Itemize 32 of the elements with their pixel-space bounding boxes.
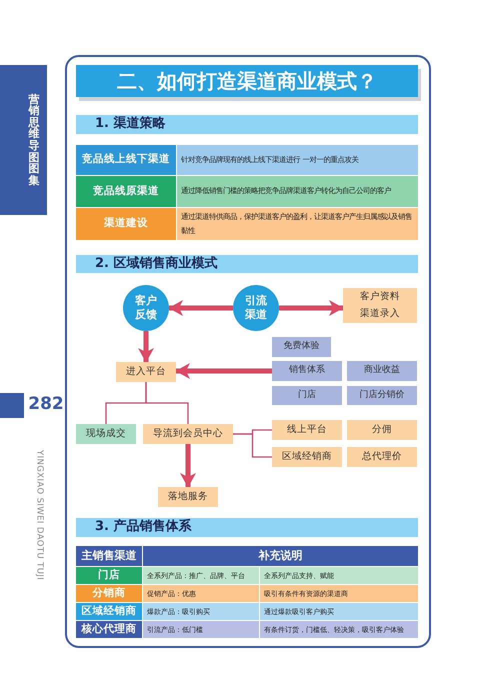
process-box: 现场成交 (76, 424, 136, 444)
feature-box: 免费体验 (272, 337, 331, 357)
side-tab: 营销思维导图图集 (0, 65, 47, 215)
feature-box: 商业收益 (347, 361, 417, 381)
process-box: 总代理价 (347, 447, 417, 467)
row-header-cell: 核心代理商 (76, 621, 142, 638)
feature-box: 门店分销价 (347, 386, 417, 405)
row-header-cell: 渠道建设 (76, 208, 176, 240)
title-banner: 二、如何打造渠道商业模式？ (76, 65, 418, 97)
column-header-cell: 补充说明 (143, 546, 418, 566)
process-box: 客户资料渠道录入 (343, 288, 417, 323)
row-header-cell: 区域经销商 (76, 603, 142, 620)
feature-box: 门店 (272, 386, 342, 405)
running-title: YINGXIAO SIWEI DAOTU TUJI (34, 450, 45, 580)
feature-box: 销售体系 (272, 361, 342, 381)
process-box: 进入平台 (116, 362, 176, 382)
process-box: 线上平台 (272, 420, 342, 440)
section-heading-bar: 3. 产品销售体系 (76, 518, 418, 537)
section-heading-bar: 1. 渠道策略 (76, 115, 418, 134)
row-header-cell: 门店 (76, 567, 142, 584)
column-header-cell: 主销售渠道 (76, 546, 142, 566)
process-box: 导流到会员中心 (143, 424, 233, 444)
process-box: 区域经销商 (272, 447, 342, 467)
row-header-cell: 分销商 (76, 585, 142, 602)
connector-line (233, 433, 272, 458)
row-header-cell: 竞品线上线下渠道 (76, 145, 176, 175)
connector-line (145, 382, 189, 424)
section-heading-bar: 2. 区域销售商业模式 (76, 255, 418, 273)
page-number: 282 (27, 394, 65, 416)
process-box: 落地服务 (158, 487, 218, 507)
process-box: 分佣 (347, 420, 417, 440)
row-header-cell: 竞品线原渠道 (76, 176, 176, 207)
